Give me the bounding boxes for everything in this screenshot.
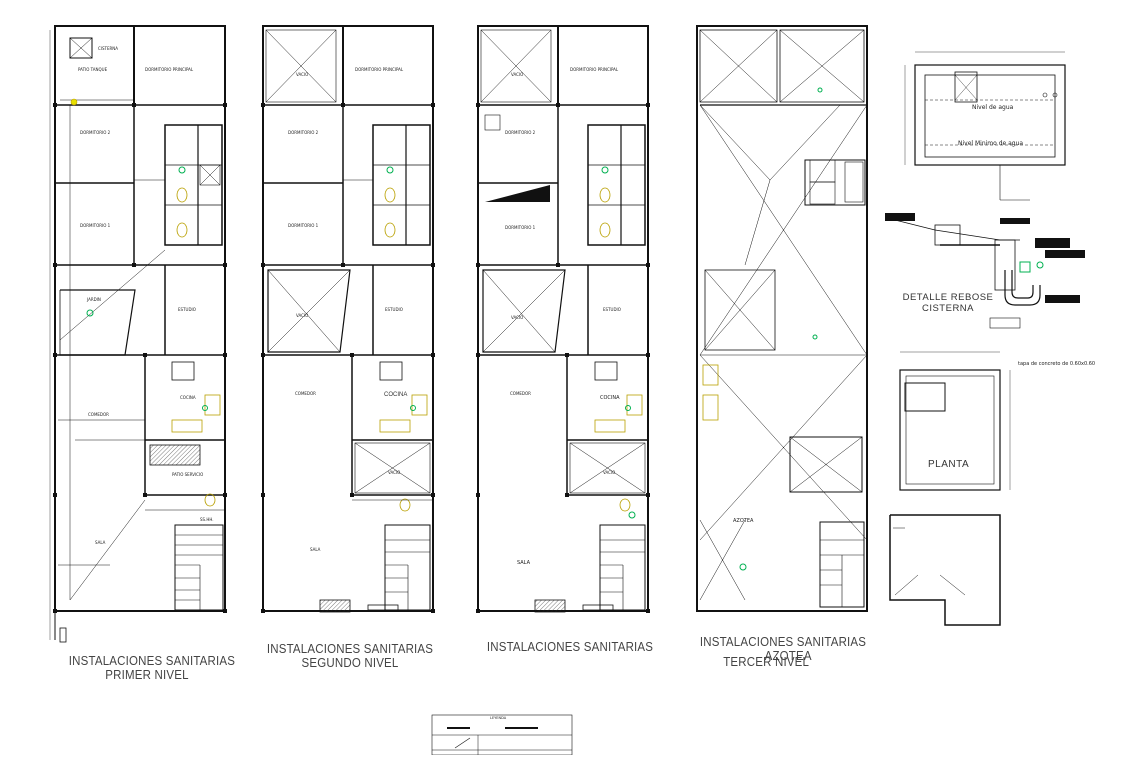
rebose-title-line2: CISTERNA (921, 303, 975, 314)
room-vacio-3b: VACIO (511, 315, 524, 320)
room-comedor-1: COMEDOR (88, 412, 109, 417)
tank-section-detail (904, 51, 1066, 201)
room-cisterna: CISTERNA (98, 46, 118, 51)
room-vacio-2b: VACIO (296, 313, 309, 318)
plan-primer-nivel (49, 25, 227, 643)
room-dormitorio-principal-1: DORMITORIO PRINCIPAL (145, 67, 194, 72)
roof-slope-detail (889, 514, 1001, 626)
room-dormitorio-2-3: DORMITORIO 2 (505, 130, 536, 135)
planta-detail (899, 351, 1011, 491)
room-cocina-3: COCINA (600, 395, 620, 401)
plan-title-4: INSTALACIONES SANITARIAS TERCER NIVEL AZ… (696, 635, 871, 669)
room-dormitorio-2-1: DORMITORIO 2 (80, 130, 111, 135)
room-vacio-2a: VACIO (296, 72, 309, 77)
legend-header: LEYENDA (490, 716, 507, 720)
plan-title-2-line2: SEGUNDO NIVEL (301, 656, 399, 670)
plan-segundo-nivel (261, 25, 435, 613)
room-vacio-2c: VACIO (388, 470, 401, 475)
planta-tapa-note: tapa de concreto de 0.60x0.60 (1018, 361, 1096, 367)
room-cocina-1: COCINA (180, 395, 196, 400)
room-sshh-1: SS.HH. (200, 517, 214, 522)
room-comedor-3: COMEDOR (510, 391, 531, 396)
room-cocina-2: COCINA (384, 392, 408, 398)
plan-title-4-line2: TERCER NIVEL (723, 655, 810, 669)
room-vacio-3a: VACIO (511, 72, 524, 77)
plan-title-1-line2: PRIMER NIVEL (105, 668, 189, 682)
room-sala-2: SALA (310, 547, 321, 552)
plan-tercer-nivel (476, 25, 650, 613)
plan-title-4-line3: AZOTEA (764, 649, 812, 663)
plan-title-2: INSTALACIONES SANITARIAS SEGUNDO NIVEL (258, 642, 442, 670)
plan-title-4-line1: INSTALACIONES SANITARIAS (699, 635, 867, 649)
tank-nivel-minimo: Nivel Minimo de agua (958, 140, 1024, 147)
plan-title-3: INSTALACIONES SANITARIAS (478, 640, 662, 654)
room-patio-tanque: PATIO TANQUE (78, 67, 108, 72)
tank-nivel-agua: Nivel de agua (972, 104, 1014, 111)
rebose-title: DETALLE REBOSE CISTERNA (878, 292, 1018, 314)
room-dormitorio-principal-2: DORMITORIO PRINCIPAL (355, 67, 404, 72)
room-dormitorio-2-2: DORMITORIO 2 (288, 130, 319, 135)
room-patio-servicio: PATIO SERVICIO (172, 472, 204, 477)
room-sala-1: SALA (95, 540, 106, 545)
plan-azotea (696, 25, 868, 612)
plan-title-1: INSTALACIONES SANITARIAS PRIMER NIVEL (68, 654, 236, 682)
room-dormitorio-principal-3: DORMITORIO PRINCIPAL (570, 67, 619, 72)
room-sala-3: SALA (517, 560, 531, 566)
room-dormitorio-1-3: DORMITORIO 1 (505, 225, 536, 230)
room-estudio-3: ESTUDIO (603, 307, 621, 312)
room-azotea: AZOTEA (733, 518, 754, 524)
room-estudio-2: ESTUDIO (385, 307, 403, 312)
rebose-detail (885, 213, 1085, 329)
room-vacio-3c: VACIO (603, 470, 616, 475)
room-comedor-2: COMEDOR (295, 391, 316, 396)
room-dormitorio-1-2: DORMITORIO 1 (288, 223, 319, 228)
planta-label: PLANTA (928, 459, 970, 470)
room-jardin: JARDIN (87, 297, 101, 302)
plan-title-2-line1: INSTALACIONES SANITARIAS (266, 642, 434, 656)
plan-title-1-line1: INSTALACIONES SANITARIAS (68, 654, 236, 668)
plan-title-3-line1: INSTALACIONES SANITARIAS (486, 640, 654, 654)
rebose-title-line1: DETALLE REBOSE (902, 292, 994, 303)
room-dormitorio-1-1: DORMITORIO 1 (80, 223, 111, 228)
room-estudio-1: ESTUDIO (178, 307, 196, 312)
plan-title-4-overlap: TERCER NIVEL AZOTEA (696, 649, 871, 669)
legend-table (431, 714, 573, 756)
